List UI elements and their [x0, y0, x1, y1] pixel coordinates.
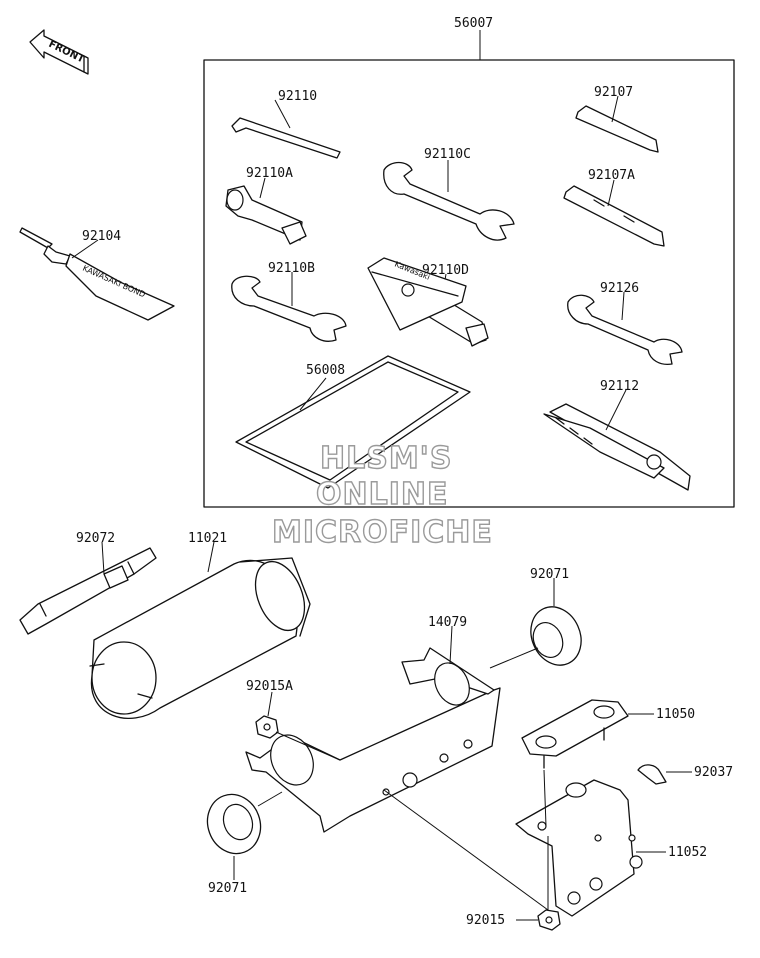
hex-key-92110 — [231, 117, 341, 159]
label-92037: 92037 — [694, 765, 733, 780]
label-92110D: 92110D — [422, 263, 469, 278]
wrench-92110C — [383, 161, 515, 241]
grommet-92071-bottom — [206, 793, 262, 855]
wrench-92126 — [567, 294, 683, 366]
label-92112: 92112 — [600, 379, 639, 394]
plate-11050 — [521, 699, 629, 769]
label-92110B: 92110B — [268, 261, 315, 276]
nut-92015A — [255, 715, 279, 739]
label-11021: 11021 — [188, 531, 227, 546]
wrench-92110B — [231, 275, 347, 342]
label-92107: 92107 — [594, 85, 633, 100]
label-92107A: 92107A — [588, 168, 635, 183]
strap-92072 — [19, 547, 157, 635]
label-11050: 11050 — [656, 707, 695, 722]
label-11052: 11052 — [668, 845, 707, 860]
label-92072: 92072 — [76, 531, 115, 546]
label-92015: 92015 — [466, 913, 505, 928]
screwdriver-92107A — [563, 185, 665, 247]
label-92071-bottom: 92071 — [208, 881, 247, 896]
label-92071-top: 92071 — [530, 567, 569, 582]
label-92110C: 92110C — [424, 147, 471, 162]
label-92110A: 92110A — [246, 166, 293, 181]
watermark-line-3: MICROFICHE — [272, 515, 493, 550]
bracket-11052 — [515, 779, 643, 917]
label-92015A: 92015A — [246, 679, 293, 694]
label-56007: 56007 — [454, 16, 493, 31]
label-14079: 14079 — [428, 615, 467, 630]
tool-kit-box — [203, 59, 735, 508]
canister-11021 — [89, 557, 311, 720]
watermark-line-2: ONLINE — [316, 477, 449, 512]
clip-92037 — [637, 764, 667, 785]
pliers-92112 — [543, 403, 691, 491]
label-56008: 56008 — [306, 363, 345, 378]
box-wrench-92110A — [225, 185, 307, 245]
label-92110: 92110 — [278, 89, 317, 104]
nut-92015 — [537, 909, 561, 931]
front-arrow-icon: FRONT — [29, 29, 89, 75]
label-92126: 92126 — [600, 281, 639, 296]
grommet-92071-top — [530, 606, 582, 666]
label-92104: 92104 — [82, 229, 121, 244]
watermark-line-1: HLSM'S — [320, 441, 452, 476]
bracket-14079 — [245, 647, 501, 833]
screwdriver-92107 — [575, 105, 659, 153]
